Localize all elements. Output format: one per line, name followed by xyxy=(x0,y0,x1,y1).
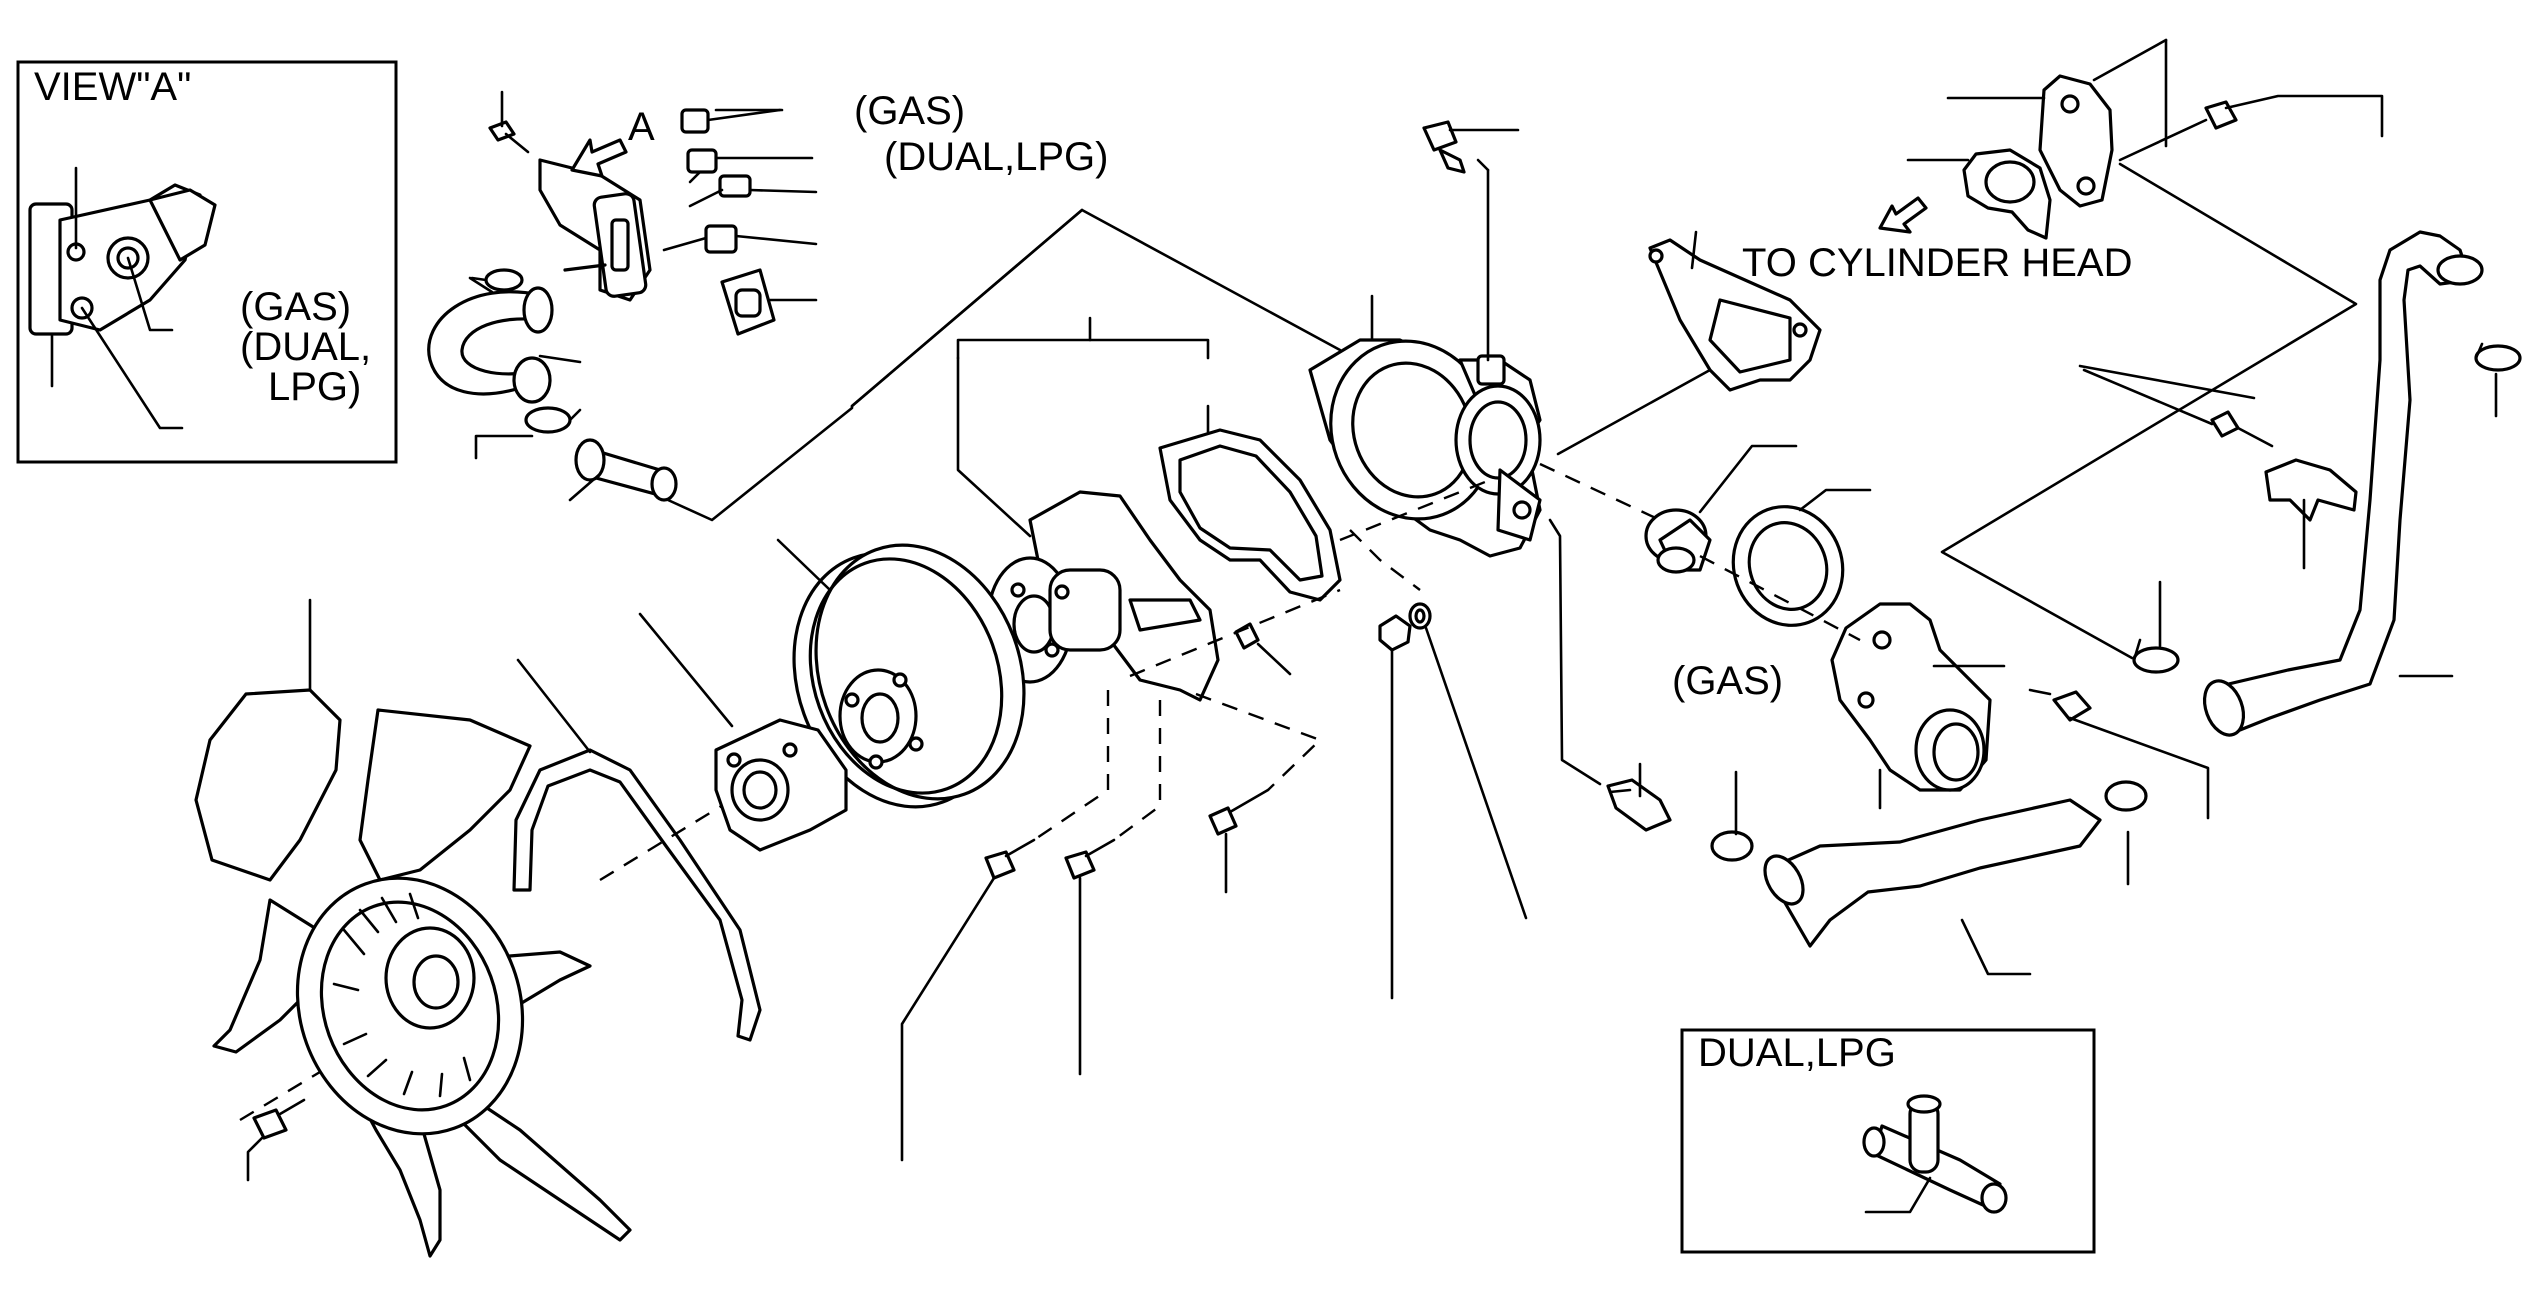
fan-ribs xyxy=(332,892,472,1098)
bolt-small-1 xyxy=(488,120,530,154)
leader-thermostat-gasket xyxy=(1798,488,1872,512)
thermostat-cover xyxy=(1830,602,1992,792)
dash-pump-axis xyxy=(1129,588,1341,678)
dual-lpg-inset: DUAL,LPG xyxy=(1680,1028,2096,1254)
inset-dual-label: (DUAL, xyxy=(240,325,371,369)
leader-housing-to-nipple xyxy=(1548,518,1602,786)
leader-pump-bracket xyxy=(956,338,1210,360)
upper-radiator-hose xyxy=(2202,230,2484,737)
dash-bolt-2 xyxy=(1113,700,1162,841)
leader-fitting-1 xyxy=(706,108,782,122)
mid-gas-label: (GAS) xyxy=(1672,659,1783,703)
washer xyxy=(1408,602,1432,630)
hose-clamp-upper xyxy=(470,268,524,292)
fitting-1 xyxy=(680,108,710,134)
bypass-hose-group xyxy=(427,268,678,502)
leader-bypass-pipe xyxy=(568,472,602,502)
view-a-frame xyxy=(16,60,398,464)
pump-gasket xyxy=(1158,428,1342,602)
hose-clamp-lower-right xyxy=(2104,780,2148,812)
bypass-fitting-group: A xyxy=(488,90,818,336)
lower-hose xyxy=(1763,798,2102,948)
leader-pump-left xyxy=(956,356,1032,538)
arrow-a-label: A xyxy=(628,105,655,149)
thermostat xyxy=(1644,508,1712,574)
leader-cylinder-head-bolt xyxy=(2224,94,2384,138)
leader-cover-bolt xyxy=(2068,716,2210,820)
bypass-pipe xyxy=(574,438,678,502)
inset-lpg-label: LPG) xyxy=(268,365,361,409)
cylinder-head-bolt xyxy=(2118,100,2238,162)
housing-bolt xyxy=(1422,120,1466,174)
to-cylinder-head-arrow xyxy=(1878,196,1928,234)
leader-pump-bolt-1 xyxy=(900,876,996,1162)
view-a-leader-3 xyxy=(80,306,184,430)
leader-bracket-bolt xyxy=(2082,368,2214,426)
fan-bolt xyxy=(252,1098,306,1140)
pump-bolt-1 xyxy=(984,838,1036,880)
to-cylinder-head-label: TO CYLINDER HEAD xyxy=(1742,241,2132,285)
fitting-2 xyxy=(686,148,718,184)
leader-washer xyxy=(1424,626,1528,920)
inset-gas-label: (GAS) xyxy=(240,285,351,329)
hose-clamp-lower xyxy=(524,406,582,434)
view-a-outlet-housing xyxy=(28,183,217,336)
top-gas-label: (GAS) xyxy=(854,89,965,133)
view-a-inset: VIEW"A" (GAS) (DUAL, LPG) xyxy=(16,60,398,464)
outlet-gasket-plate xyxy=(1648,238,1822,392)
leader-fan-bolt xyxy=(246,1136,264,1182)
leader-lower-hose xyxy=(1960,918,2032,976)
hose-clamp-lower-left xyxy=(1710,830,1754,862)
leader-spacer xyxy=(638,612,734,728)
leader-fitting-4 xyxy=(734,234,818,246)
pump-housing xyxy=(1308,338,1542,558)
leader-top-bracket xyxy=(666,208,1342,522)
hose-bracket xyxy=(2264,458,2358,522)
leader-right-bracket xyxy=(1940,162,2358,660)
cover-bolt xyxy=(2028,688,2092,722)
hose-clamp-right-mid xyxy=(2132,638,2180,674)
bracket-bolt xyxy=(2210,410,2274,448)
dash-bolt-3 xyxy=(1195,692,1323,791)
fitting-3 xyxy=(688,174,752,208)
fan-pulley xyxy=(792,543,1026,809)
dual-lpg-frame xyxy=(1680,1028,2096,1254)
cylinder-head-gasket-2 xyxy=(2038,74,2114,208)
leader-hose-end xyxy=(538,354,582,364)
leader-pulley xyxy=(776,538,832,592)
leader-hose-clamp-lower xyxy=(474,434,534,460)
thermostat-gasket xyxy=(1731,505,1845,627)
dual-lpg-box-label: DUAL,LPG xyxy=(1698,1031,1896,1075)
leader-housing-to-plate xyxy=(1556,368,1712,456)
leader-cyl-gasket-3 xyxy=(2092,38,2168,82)
pump-bolt-3 xyxy=(1208,788,1270,836)
leader-dual-lpg-tee xyxy=(1864,1176,1932,1214)
dash-thermostat-axis xyxy=(1539,462,1661,522)
dash-bolt-1 xyxy=(1033,690,1110,841)
cooling-fan xyxy=(194,688,632,1258)
fitting-4 xyxy=(662,224,738,254)
nut xyxy=(1378,614,1412,652)
pump-bolt-2 xyxy=(1064,838,1116,880)
cylinder-head-gasket-1 xyxy=(1962,148,2052,240)
leader-thermostat xyxy=(1698,444,1798,514)
water-pump xyxy=(986,490,1220,702)
leader-outlet-gasket-plate xyxy=(1690,230,1698,270)
hose-nipple xyxy=(1606,778,1672,832)
leader-v-belt xyxy=(516,658,592,754)
leader-stud-small xyxy=(1256,642,1292,676)
view-a-arrow xyxy=(570,138,628,178)
dual-lpg-tee-fitting xyxy=(1862,1094,2008,1214)
view-a-leader-2 xyxy=(126,256,174,332)
hose-clamp-right-top xyxy=(2474,342,2522,372)
fan-spacer xyxy=(714,718,848,852)
view-a-title: VIEW"A" xyxy=(34,65,191,109)
leader-fitting-3 xyxy=(748,188,818,194)
top-dual-lpg-label: (DUAL,LPG) xyxy=(884,135,1109,179)
gasket-small xyxy=(720,268,776,336)
dash-cover-axis xyxy=(1699,554,1861,642)
